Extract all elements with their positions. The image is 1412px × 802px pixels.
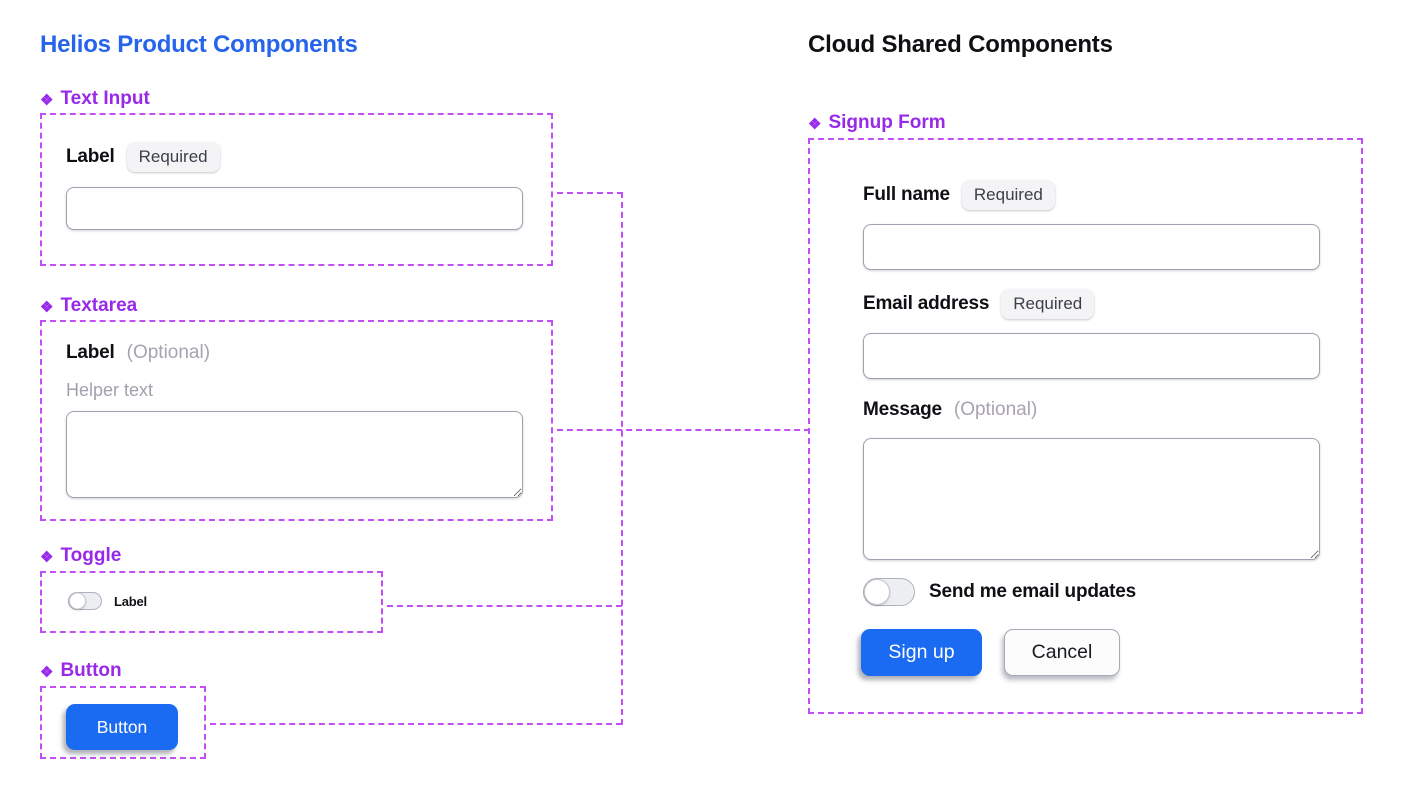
email-input[interactable] bbox=[863, 333, 1320, 379]
connector-textarea-to-form bbox=[557, 429, 810, 431]
section-label: Button bbox=[60, 660, 122, 681]
component-icon: ❖ bbox=[40, 91, 54, 109]
connector-toggle bbox=[387, 605, 622, 607]
left-panel-title: Helios Product Components bbox=[40, 31, 358, 58]
toggle-label: Label bbox=[114, 593, 147, 609]
message-textarea[interactable] bbox=[863, 438, 1320, 560]
section-header-signup-form: ❖ Signup Form bbox=[808, 112, 946, 134]
section-label: Textarea bbox=[60, 295, 138, 316]
section-label: Toggle bbox=[60, 545, 122, 566]
component-icon: ❖ bbox=[40, 298, 54, 316]
section-header-textarea: ❖ Textarea bbox=[40, 295, 137, 317]
component-frame-button: Button bbox=[40, 686, 206, 759]
email-updates-label: Send me email updates bbox=[929, 581, 1136, 602]
message-label: Message bbox=[863, 399, 942, 420]
full-name-label: Full name bbox=[863, 184, 950, 205]
component-icon: ❖ bbox=[40, 663, 54, 681]
section-label: Text Input bbox=[60, 88, 150, 109]
section-label: Signup Form bbox=[828, 112, 946, 133]
textarea-label: Label bbox=[66, 342, 115, 363]
toggle-knob bbox=[864, 579, 890, 605]
toggle-row: Label bbox=[68, 592, 147, 610]
email-label-row: Email address Required bbox=[863, 289, 1095, 319]
email-updates-toggle-row: Send me email updates bbox=[863, 578, 1136, 606]
text-input-field[interactable] bbox=[66, 187, 523, 230]
text-input-label-row: Label Required bbox=[66, 142, 220, 172]
connector-button bbox=[210, 723, 622, 725]
toggle-switch[interactable] bbox=[68, 592, 102, 610]
component-icon: ❖ bbox=[808, 115, 822, 133]
connector-text-input bbox=[557, 192, 623, 194]
full-name-input[interactable] bbox=[863, 224, 1320, 270]
optional-hint: (Optional) bbox=[126, 342, 211, 363]
section-header-toggle: ❖ Toggle bbox=[40, 545, 121, 567]
required-badge: Required bbox=[126, 142, 220, 172]
component-icon: ❖ bbox=[40, 548, 54, 566]
section-header-button: ❖ Button bbox=[40, 660, 122, 682]
component-frame-signup-form: Full name Required Email address Require… bbox=[808, 138, 1363, 714]
connector-trunk bbox=[621, 192, 623, 725]
text-input-label: Label bbox=[66, 146, 115, 167]
sign-up-button[interactable]: Sign up bbox=[861, 629, 982, 676]
full-name-label-row: Full name Required bbox=[863, 180, 1055, 210]
required-badge: Required bbox=[1001, 289, 1095, 319]
textarea-field[interactable] bbox=[66, 411, 523, 498]
email-label: Email address bbox=[863, 293, 990, 314]
toggle-knob bbox=[69, 592, 86, 610]
section-header-text-input: ❖ Text Input bbox=[40, 88, 150, 110]
required-badge: Required bbox=[961, 180, 1055, 210]
textarea-helper-text: Helper text bbox=[66, 380, 154, 400]
textarea-label-row: Label (Optional) bbox=[66, 342, 210, 364]
component-frame-toggle: Label bbox=[40, 571, 383, 633]
right-panel-title: Cloud Shared Components bbox=[808, 31, 1113, 58]
message-label-row: Message (Optional) bbox=[863, 399, 1037, 421]
email-updates-toggle[interactable] bbox=[863, 578, 915, 606]
optional-hint: (Optional) bbox=[953, 399, 1038, 420]
component-frame-text-input: Label Required bbox=[40, 113, 553, 266]
component-frame-textarea: Label (Optional) Helper text bbox=[40, 320, 553, 521]
cancel-button[interactable]: Cancel bbox=[1004, 629, 1120, 676]
sample-button[interactable]: Button bbox=[66, 704, 178, 750]
